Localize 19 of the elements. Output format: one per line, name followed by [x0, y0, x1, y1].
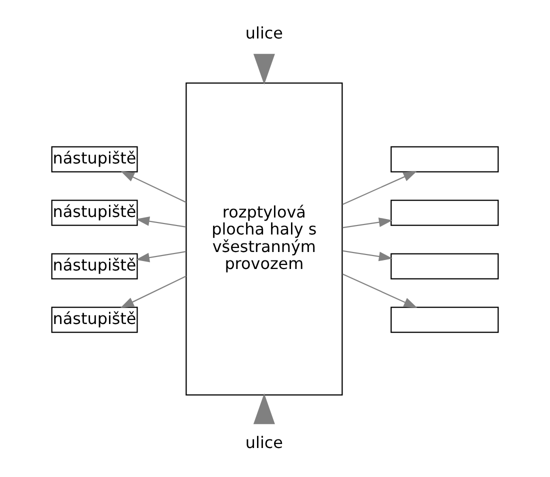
arrow [136, 250, 186, 262]
node-box: nástupiště [51, 199, 138, 226]
node-box [390, 146, 499, 172]
node-box: nástupiště [51, 252, 138, 279]
arrow [120, 275, 186, 308]
arrow [342, 250, 393, 261]
node-box: nástupiště [51, 146, 138, 172]
node-box: rozptylová plocha haly s všestranným provozem [186, 82, 343, 396]
node-text: ulice [245, 432, 283, 452]
arrow [342, 170, 417, 205]
arrow [342, 217, 393, 228]
node-box [390, 199, 499, 226]
arrow [342, 272, 418, 308]
node-box: nástupiště [51, 306, 138, 332]
node-box [390, 306, 499, 332]
arrow [120, 170, 186, 202]
node-text: ulice [245, 22, 283, 42]
node-box [390, 252, 499, 279]
arrow [136, 216, 186, 227]
